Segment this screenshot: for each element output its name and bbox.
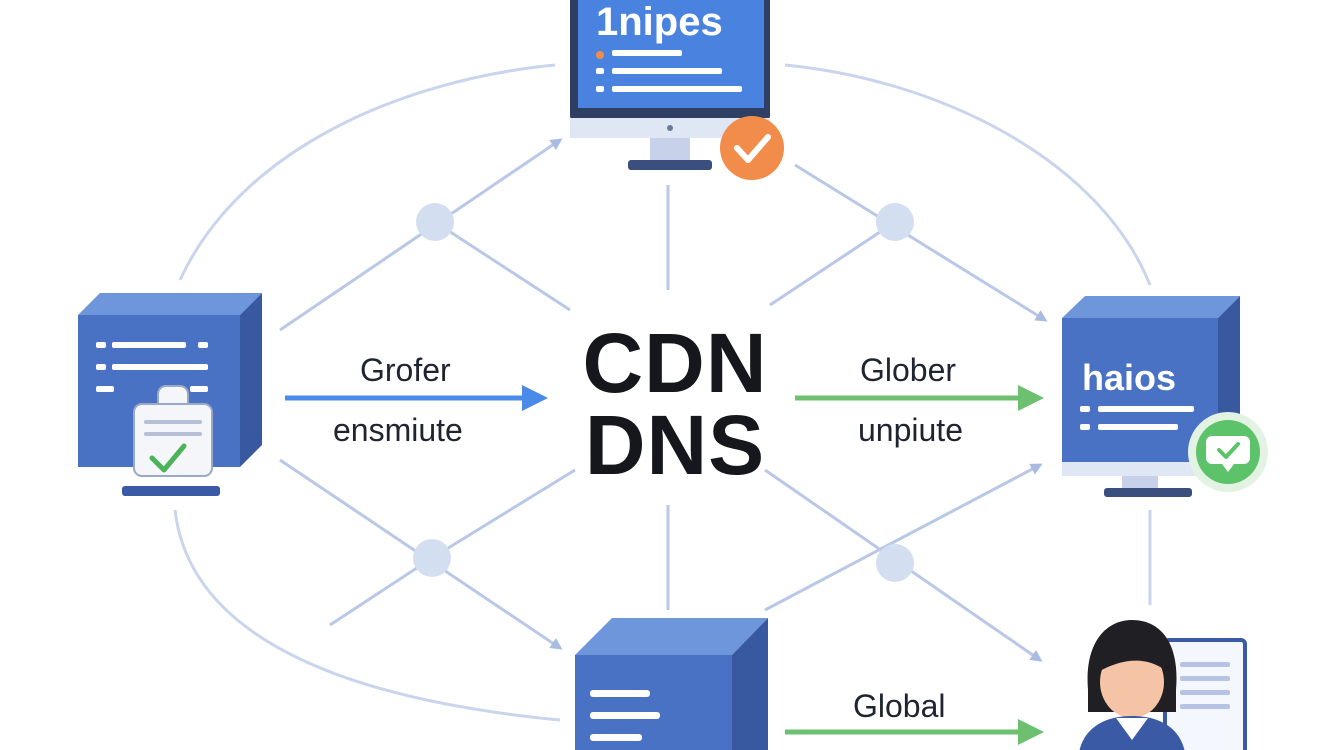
node-top-left [416, 203, 454, 241]
left-server-text-lines [96, 342, 208, 392]
lock-icon [133, 385, 213, 477]
connector-node-tr-center [769, 220, 896, 307]
user-person [1079, 620, 1247, 750]
top-monitor-title: 1nipes [596, 0, 723, 44]
outer-arcs [173, 63, 1152, 722]
person-hair-fringe [1098, 631, 1169, 672]
bottom-server-text-lines [590, 690, 660, 741]
right-server [1062, 296, 1268, 497]
center-title-cdn: CDN [582, 316, 768, 410]
left-arrow-label-bottom: ensmiute [333, 412, 463, 448]
bottom-arrow-label: Global [853, 688, 946, 724]
right-server-title: haios [1082, 357, 1177, 398]
right-server-bezel [1062, 462, 1218, 476]
document-lines [1180, 662, 1230, 709]
center-title-dns: DNS [584, 398, 766, 492]
check-icon-green-badge [1217, 442, 1240, 459]
person-collar [1116, 718, 1148, 740]
connector-center-to-right [764, 463, 1043, 612]
node-bottom-left [413, 539, 451, 577]
right-arrow-label-top: Glober [860, 352, 957, 388]
junction-nodes [413, 203, 914, 582]
bottom-server-side [732, 618, 768, 750]
check-icon-lock [149, 443, 187, 473]
connector-node-bl-center [431, 468, 576, 560]
top-monitor-badge [720, 116, 784, 180]
right-server-neck [1122, 476, 1158, 488]
arc-top-left [178, 63, 556, 281]
mesh-connectors [279, 138, 1048, 662]
left-server-top [78, 293, 262, 315]
bottom-server [575, 618, 768, 750]
check-icon-orange-badge [734, 134, 771, 163]
top-monitor [570, 0, 784, 180]
top-monitor-power-dot [667, 125, 673, 131]
top-monitor-text-lines [596, 50, 742, 92]
connector-node-bl-out [329, 556, 433, 627]
connector-node-tl-center [434, 220, 571, 312]
person-face [1100, 646, 1164, 718]
bottom-server-top [575, 618, 768, 655]
top-monitor-base [628, 160, 712, 170]
left-arrow-label-top: Grofer [360, 352, 451, 388]
arc-top-right [784, 63, 1152, 286]
left-server [78, 293, 262, 496]
node-top-right [876, 203, 914, 241]
arc-bottom-left [173, 509, 561, 722]
right-server-base [1104, 488, 1192, 497]
left-server-side [240, 293, 262, 467]
top-monitor-bullet [596, 51, 604, 59]
connector-top-to-right [794, 163, 1048, 322]
right-server-text-lines [1080, 406, 1194, 430]
node-bottom-right [876, 544, 914, 582]
left-server-shadow [122, 486, 220, 496]
right-server-top [1062, 296, 1240, 318]
top-monitor-neck [650, 138, 690, 160]
right-arrow-label-bottom: unpiute [858, 412, 963, 448]
connector-left-to-top [279, 138, 563, 332]
